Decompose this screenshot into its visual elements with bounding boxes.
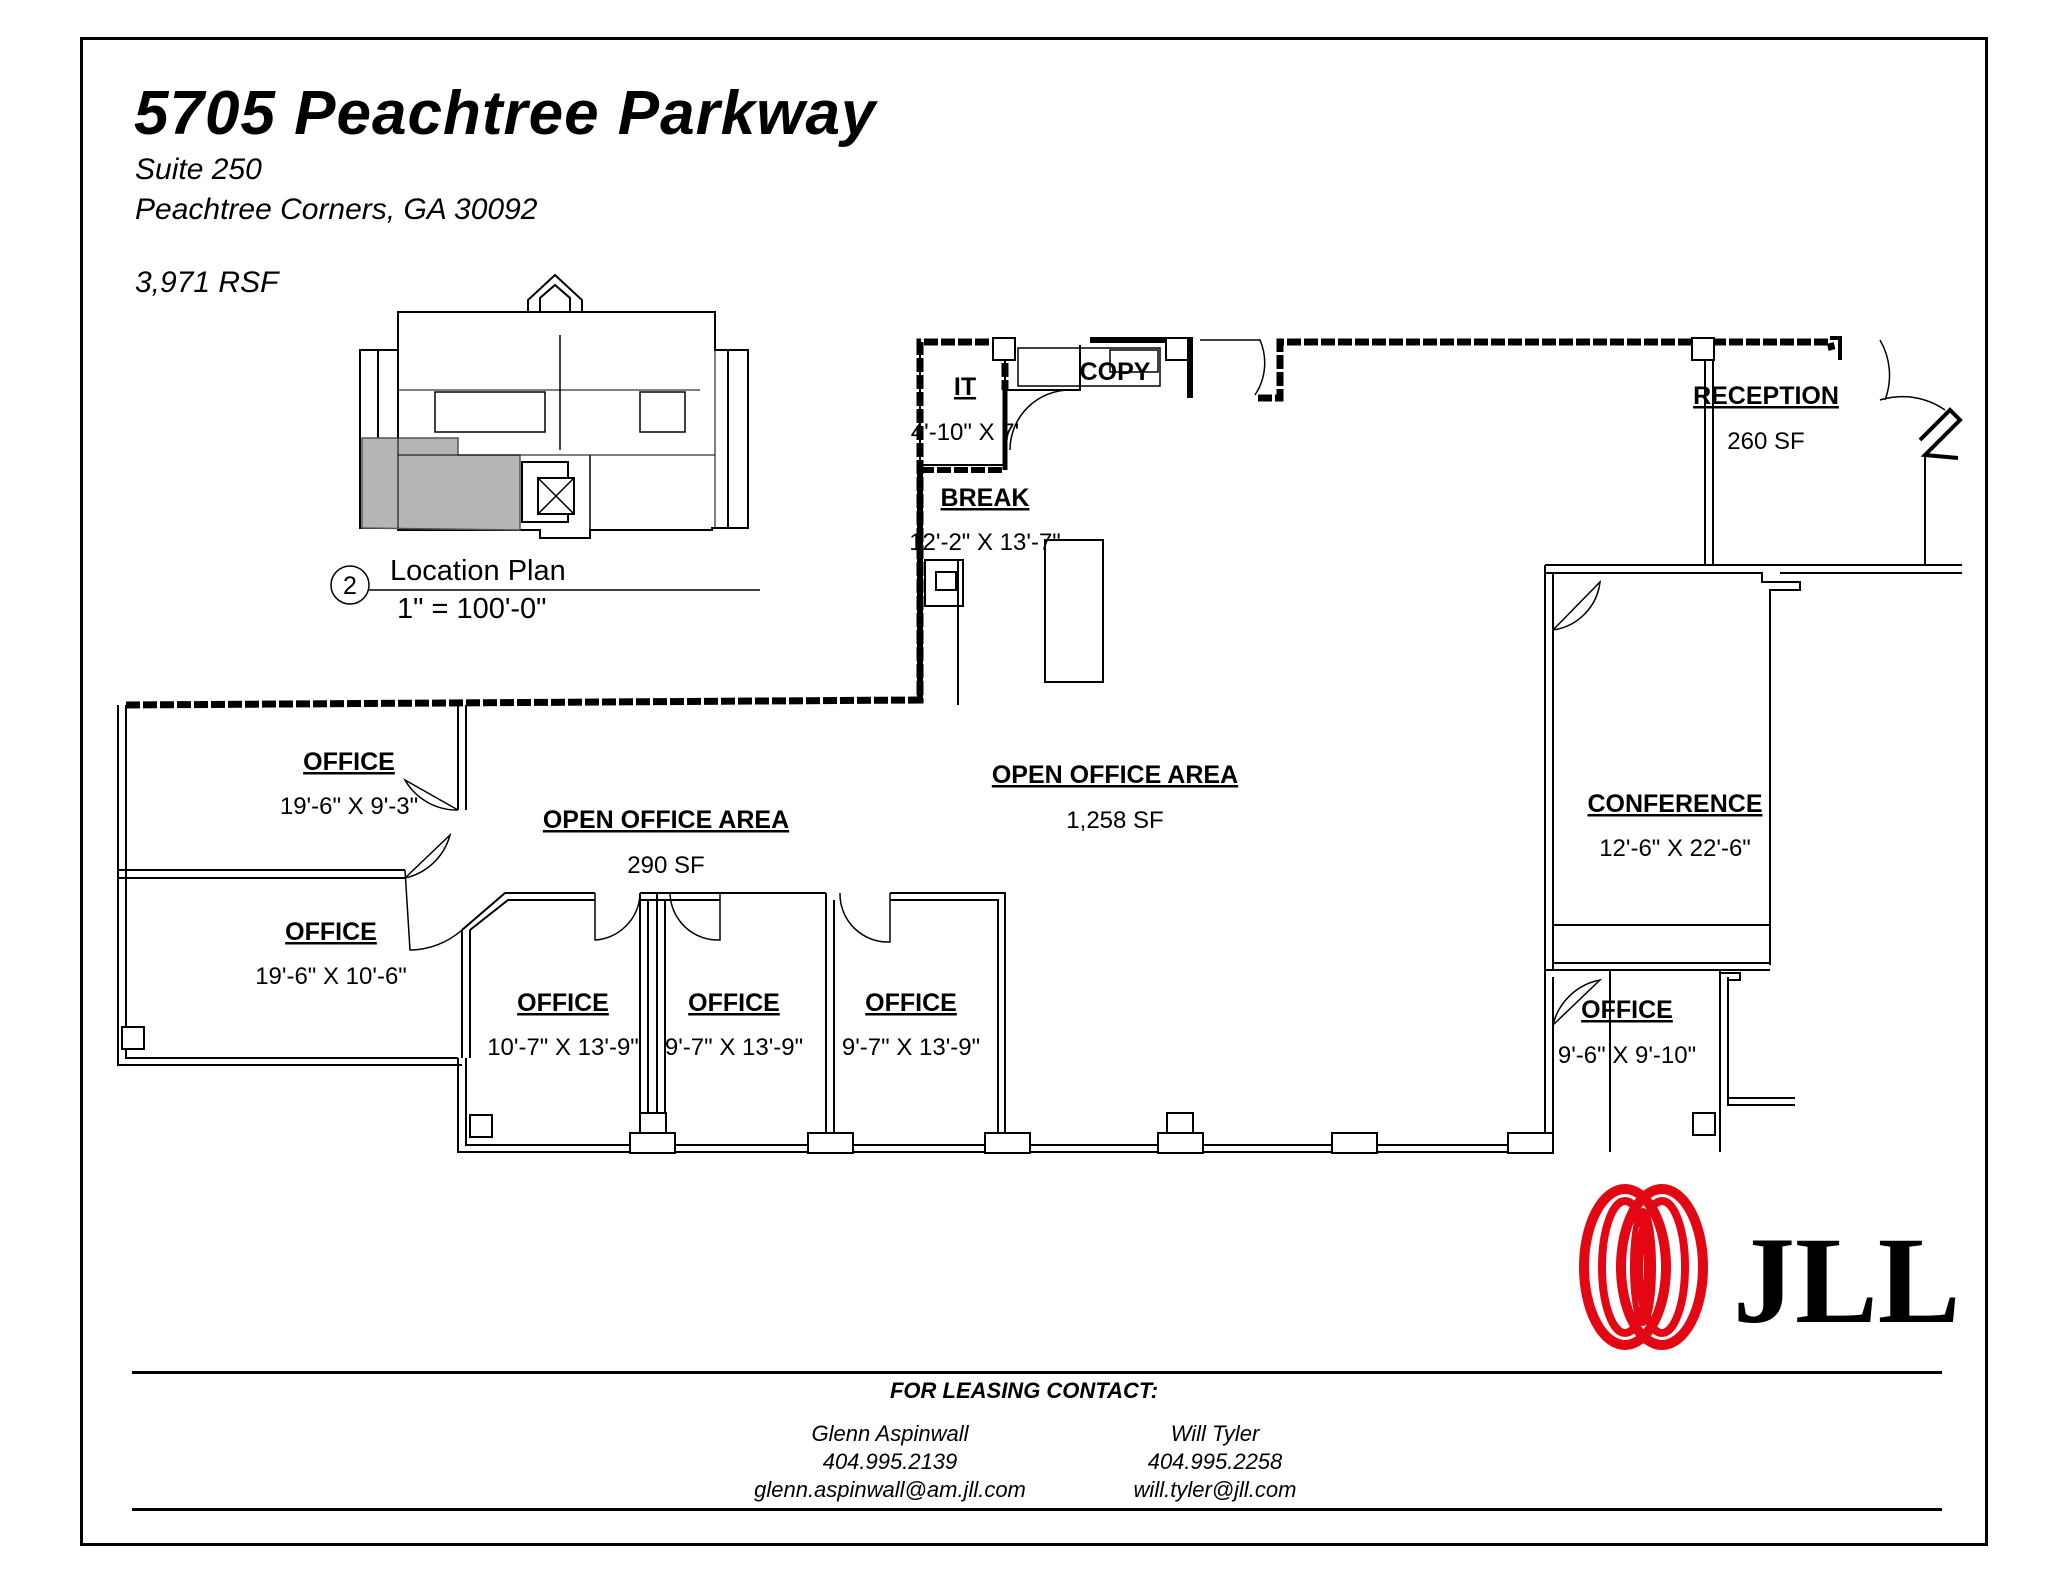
room-size-office-1: 19'-6" X 9'-3" bbox=[280, 793, 418, 820]
area-label: 3,971 RSF bbox=[135, 266, 279, 299]
room-name-copy: COPY bbox=[1080, 358, 1151, 386]
room-name-office-4: OFFICE bbox=[688, 989, 780, 1017]
contact-name: Glenn Aspinwall bbox=[811, 1421, 969, 1446]
location-plan-title: Location Plan bbox=[390, 555, 566, 587]
room-size-office-4: 9'-7" X 13'-9" bbox=[665, 1034, 803, 1061]
room-name-reception: RECEPTION bbox=[1693, 382, 1839, 410]
location-plan-thumbnail bbox=[359, 273, 749, 539]
room-size-office-3: 10'-7" X 13'-9" bbox=[487, 1034, 639, 1061]
suite-label: Suite 250 bbox=[135, 153, 262, 186]
copy-counter bbox=[1017, 347, 1161, 387]
room-name-office-6: OFFICE bbox=[1581, 996, 1673, 1024]
leasing-contact-heading: FOR LEASING CONTACT: bbox=[889, 1378, 1159, 1403]
contact-email[interactable]: glenn.aspinwall@am.jll.com bbox=[754, 1477, 1026, 1502]
room-size-reception: 260 SF bbox=[1727, 428, 1804, 455]
room-size-office-6: 9'-6" X 9'-10" bbox=[1558, 1042, 1696, 1069]
jll-logo: JLL bbox=[1579, 1184, 1960, 1350]
footer-top-rule bbox=[132, 1371, 1942, 1374]
door-swings bbox=[402, 339, 1946, 1026]
jll-logo-wordmark: JLL bbox=[1733, 1212, 1960, 1349]
room-size-open-office-small: 290 SF bbox=[627, 852, 704, 879]
room-name-open-office-main: OPEN OFFICE AREA bbox=[992, 761, 1238, 789]
room-name-office-1: OFFICE bbox=[303, 748, 395, 776]
room-name-office-5: OFFICE bbox=[865, 989, 957, 1017]
room-name-office-3: OFFICE bbox=[517, 989, 609, 1017]
location-plan-scale: 1" = 100'-0" bbox=[397, 593, 546, 625]
contact-card: Glenn Aspinwall 404.995.2139 glenn.aspin… bbox=[740, 1420, 1040, 1504]
contact-phone: 404.995.2258 bbox=[1147, 1449, 1283, 1474]
location-plan-number: 2 bbox=[343, 572, 357, 600]
page-frame bbox=[80, 37, 1988, 1546]
room-size-conference: 12'-6" X 22'-6" bbox=[1599, 835, 1751, 862]
room-name-open-office-small: OPEN OFFICE AREA bbox=[543, 806, 789, 834]
contact-email[interactable]: will.tyler@jll.com bbox=[1133, 1477, 1297, 1502]
city-label: Peachtree Corners, GA 30092 bbox=[135, 193, 538, 226]
room-size-break: 12'-2" X 13'-7" bbox=[909, 529, 1061, 556]
footer-bottom-rule bbox=[132, 1508, 1942, 1511]
room-size-office-2: 19'-6" X 10'-6" bbox=[255, 963, 407, 990]
room-size-it: 4'-10" X 7' bbox=[911, 419, 1019, 446]
room-name-it: IT bbox=[954, 373, 976, 401]
room-name-break: BREAK bbox=[941, 484, 1030, 512]
contact-phone: 404.995.2139 bbox=[822, 1449, 958, 1474]
contact-card: Will Tyler 404.995.2258 will.tyler@jll.c… bbox=[1065, 1420, 1365, 1504]
jll-logo-mark bbox=[1579, 1184, 1708, 1350]
contact-name: Will Tyler bbox=[1170, 1421, 1260, 1446]
room-name-office-2: OFFICE bbox=[285, 918, 377, 946]
property-title: 5705 Peachtree Parkway bbox=[134, 79, 877, 148]
interior-walls bbox=[117, 340, 1962, 1153]
location-plan-callout bbox=[330, 565, 760, 605]
room-size-office-5: 9'-7" X 13'-9" bbox=[842, 1034, 980, 1061]
room-name-conference: CONFERENCE bbox=[1587, 790, 1762, 818]
room-size-open-office-main: 1,258 SF bbox=[1066, 807, 1163, 834]
structural-columns bbox=[121, 337, 1716, 1154]
